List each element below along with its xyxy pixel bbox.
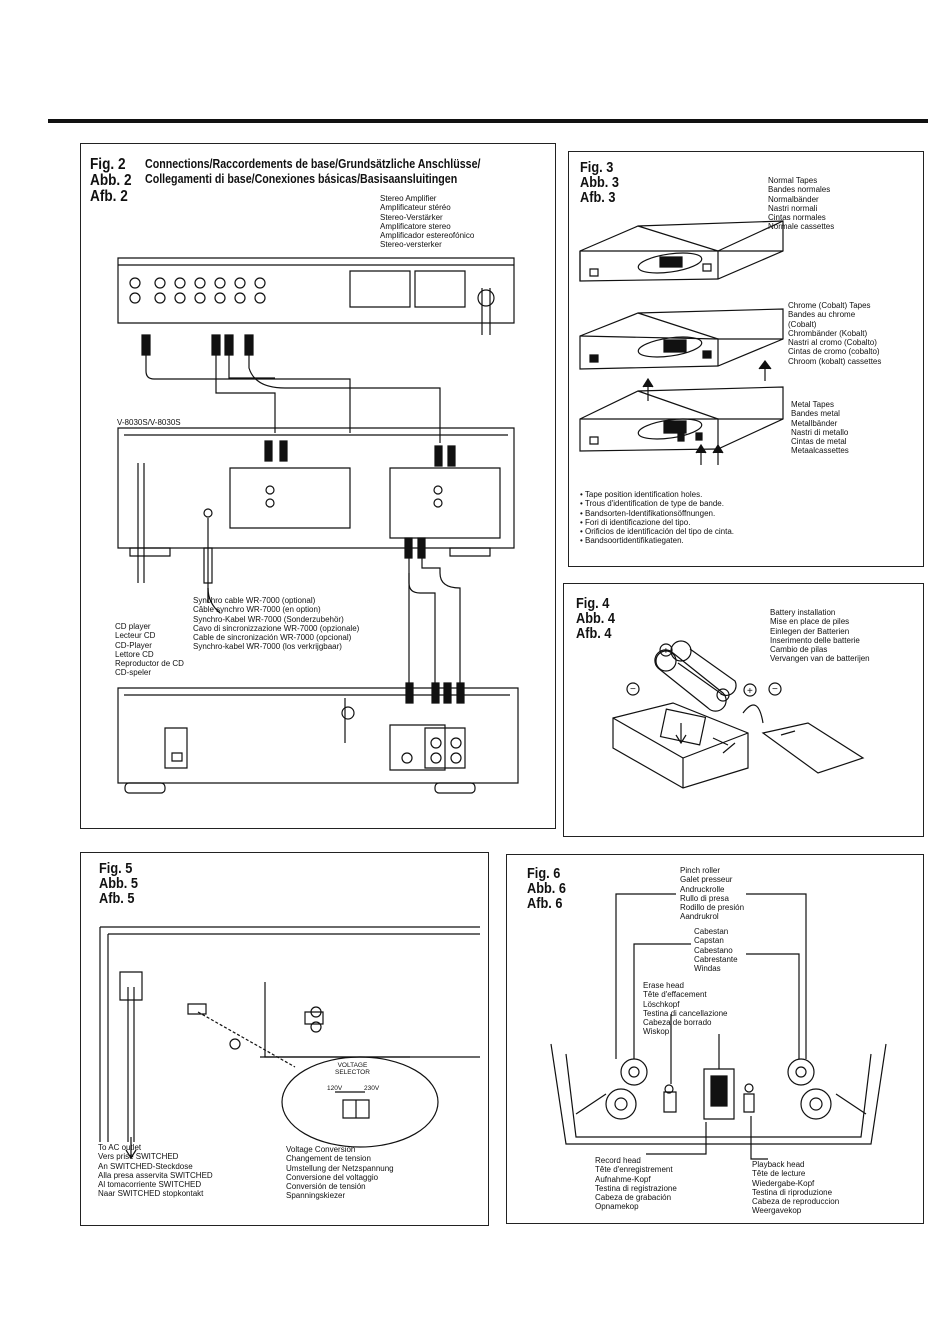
cd-plugs [406,683,464,703]
fig6-head-mechanism-drawing [506,854,922,1222]
header-rule [48,119,928,123]
amp-to-deck-cables [142,335,440,443]
remote-unit [613,703,748,788]
svg-text:−: − [720,690,726,701]
battery-cover [743,705,863,773]
metal-cassette [580,387,783,465]
svg-text:−: − [630,684,636,695]
chrome-cassette [580,309,783,401]
fig3-cassette-drawing [568,151,922,465]
power-cord [120,972,142,1158]
svg-text:−: − [772,684,778,695]
heads [664,1069,754,1119]
fig6-panel [506,854,924,1224]
svg-text:+: + [663,646,669,657]
cassette-deck-unit [118,428,514,583]
fig4-panel [563,583,924,837]
normal-cassette [580,221,783,281]
id-holes-caption: • Tape position identification holes.• T… [580,490,734,546]
deck-well [551,1044,886,1144]
voltage-120v-label: 120V [327,1085,343,1092]
leader-lines [616,894,806,1159]
fig2-connection-drawing [80,143,554,827]
deck-rear-panel [100,927,480,1142]
deck-plugs [265,441,455,558]
fig3-panel [568,151,924,567]
fig5-voltage-drawing [80,852,487,1224]
batteries: + + − − − [627,641,781,711]
fig5-panel [80,852,489,1226]
pinch-rollers-and-capstans [576,1059,866,1119]
fig4-battery-drawing: + + − − − [563,583,922,835]
fig2-panel [80,143,556,829]
amplifier-jacks [130,278,265,303]
selector-callout [198,1012,438,1147]
voltage-230v-label: 230V [364,1085,380,1092]
synchro-cable-lines [204,518,460,683]
svg-text:+: + [747,686,753,697]
fig2-heading: Connections/Raccordements de base/Grunds… [145,156,481,186]
synchro-cable-caption: Synchro cable WR-7000 (optional)Câble sy… [193,596,360,652]
deck-model-label: V-8030S/V-8030S [117,418,181,427]
amplifier-unit [118,258,514,335]
cd-player-unit [118,688,518,793]
